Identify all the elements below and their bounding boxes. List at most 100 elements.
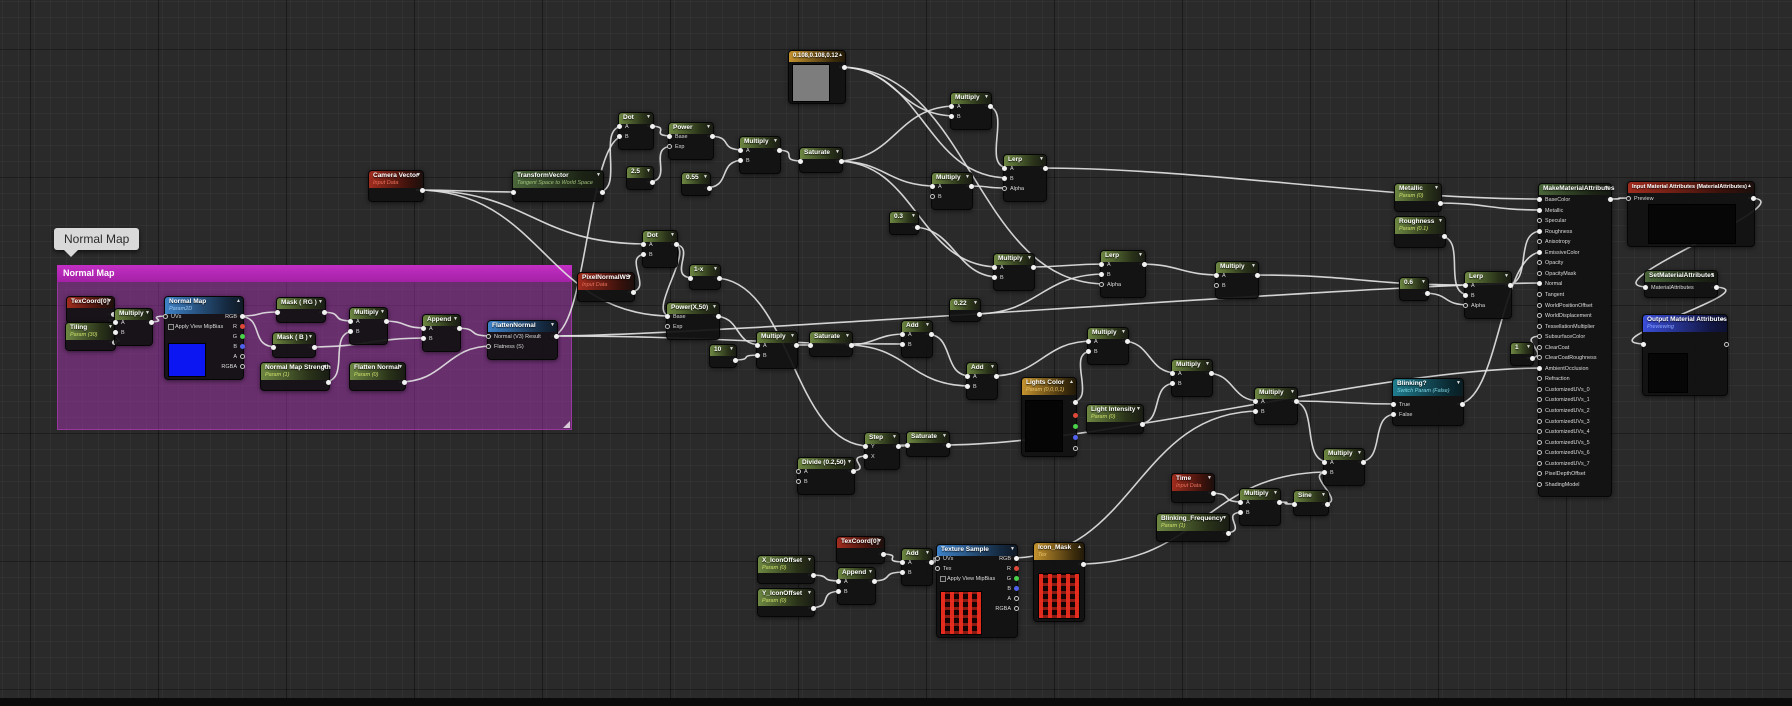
output-pin[interactable]	[1142, 262, 1147, 267]
input-pin-a[interactable]	[641, 242, 646, 247]
collapse-down-icon[interactable]: ▼	[1438, 218, 1443, 224]
output-pin[interactable]	[988, 104, 993, 109]
node-header[interactable]: Input Material Attributes (MaterialAttri…	[1628, 182, 1754, 193]
collapse-down-icon[interactable]: ▼	[1526, 344, 1531, 350]
input-pin-a[interactable]	[900, 560, 905, 565]
collapse-down-icon[interactable]: ▼	[416, 172, 421, 178]
output-pin[interactable]	[1438, 201, 1443, 206]
wire[interactable]	[1027, 263, 1107, 268]
input-pin-metallic[interactable]	[1537, 208, 1542, 213]
node-saturate-2[interactable]: Saturate▼	[808, 331, 854, 357]
input-pin-b[interactable]	[421, 336, 426, 341]
output-pin[interactable]	[733, 358, 738, 363]
input-pin-refraction[interactable]	[1537, 376, 1542, 381]
collapse-down-icon[interactable]: ▼	[706, 124, 711, 130]
collapse-down-icon[interactable]: ▼	[773, 138, 778, 144]
output-pin[interactable]	[674, 242, 679, 247]
wire[interactable]	[1251, 274, 1471, 286]
node-header[interactable]: Multiply▼	[740, 137, 780, 148]
node-const-10[interactable]: 10▼	[709, 344, 738, 368]
input-pin-alpha[interactable]	[1463, 303, 1468, 308]
input-pin-a[interactable]	[836, 579, 841, 584]
collapse-down-icon[interactable]: ▼	[318, 299, 323, 305]
input-pin-a[interactable]	[1099, 262, 1104, 267]
input-pin-a[interactable]	[965, 374, 970, 379]
input-pin-b[interactable]	[617, 134, 622, 139]
collapse-down-icon[interactable]: ▼	[107, 298, 112, 304]
output-pin[interactable]	[1125, 339, 1130, 344]
input-pin-b[interactable]	[1099, 272, 1104, 277]
wire[interactable]	[1434, 202, 1543, 211]
output-pin[interactable]	[842, 65, 847, 70]
input-pin-b[interactable]	[113, 330, 118, 335]
input-pin-true[interactable]	[1391, 402, 1396, 407]
output-pin[interactable]	[1508, 283, 1513, 288]
input-pin-a[interactable]	[738, 148, 743, 153]
node-header[interactable]: 0.22▼	[950, 299, 980, 310]
input-pin-alpha[interactable]	[1099, 282, 1104, 287]
node-header[interactable]: Lerp▼	[1101, 251, 1145, 262]
input-pin[interactable]	[1641, 342, 1646, 347]
input-pin-b[interactable]	[1238, 510, 1243, 515]
input-pin-b[interactable]	[900, 342, 905, 347]
input-pin-b[interactable]	[1253, 409, 1258, 414]
collapse-down-icon[interactable]: ▼	[1710, 272, 1715, 278]
input-pin-worldpositionoffset[interactable]	[1537, 303, 1542, 308]
output-pin[interactable]	[600, 190, 605, 195]
input-pin[interactable]	[798, 159, 803, 164]
output-pin[interactable]	[326, 380, 331, 385]
output-pin[interactable]	[994, 374, 999, 379]
collapse-down-icon[interactable]: ▼	[550, 322, 555, 328]
collapse-up-icon[interactable]: ▲	[1747, 183, 1752, 189]
input-pin-roughness[interactable]	[1537, 229, 1542, 234]
node-header[interactable]: Add▼	[967, 363, 997, 374]
output-pin[interactable]	[977, 312, 982, 317]
input-pin-shadingmodel[interactable]	[1537, 482, 1542, 487]
comment-resize-handle[interactable]	[563, 421, 570, 428]
input-pin-b[interactable]	[641, 252, 646, 257]
input-pin-b[interactable]	[930, 194, 935, 199]
input-pin-clearcoat[interactable]	[1537, 345, 1542, 350]
output-pin[interactable]	[881, 552, 886, 557]
output-pin[interactable]	[777, 148, 782, 153]
output-pin[interactable]	[1255, 273, 1260, 278]
output-pin-rgba[interactable]	[240, 364, 245, 369]
wire[interactable]	[990, 340, 1094, 377]
input-pin-emissivecolor[interactable]	[1537, 250, 1542, 255]
node-header[interactable]: Multiply▼	[994, 254, 1034, 265]
node-header[interactable]: Add▼	[902, 321, 932, 332]
output-pin-g[interactable]	[1014, 576, 1019, 581]
output-pin-b[interactable]	[240, 344, 245, 349]
input-pin-a[interactable]	[900, 332, 905, 337]
output-pin[interactable]	[554, 334, 559, 339]
input-pin[interactable]	[905, 443, 910, 448]
output-pin[interactable]	[1073, 435, 1078, 440]
output-pin[interactable]	[1425, 291, 1430, 296]
input-pin-customizeduvs-1[interactable]	[1537, 397, 1542, 402]
node-set-material-attributes[interactable]: SetMaterialAttributes▼MaterialAttributes	[1643, 270, 1719, 298]
input-pin-b[interactable]	[900, 570, 905, 575]
node-const-0p3[interactable]: 0.3▼	[889, 211, 920, 235]
collapse-down-icon[interactable]: ▼	[925, 550, 930, 556]
output-pin[interactable]	[710, 134, 715, 139]
collapse-down-icon[interactable]: ▼	[646, 114, 651, 120]
input-pin-a[interactable]	[348, 319, 353, 324]
collapse-down-icon[interactable]: ▼	[596, 172, 601, 178]
node-const-0p22[interactable]: 0.22▼	[949, 298, 982, 322]
node-header[interactable]: 10▼	[710, 345, 736, 356]
output-pin[interactable]	[896, 444, 901, 449]
node-header[interactable]: Dot▼	[643, 231, 677, 242]
